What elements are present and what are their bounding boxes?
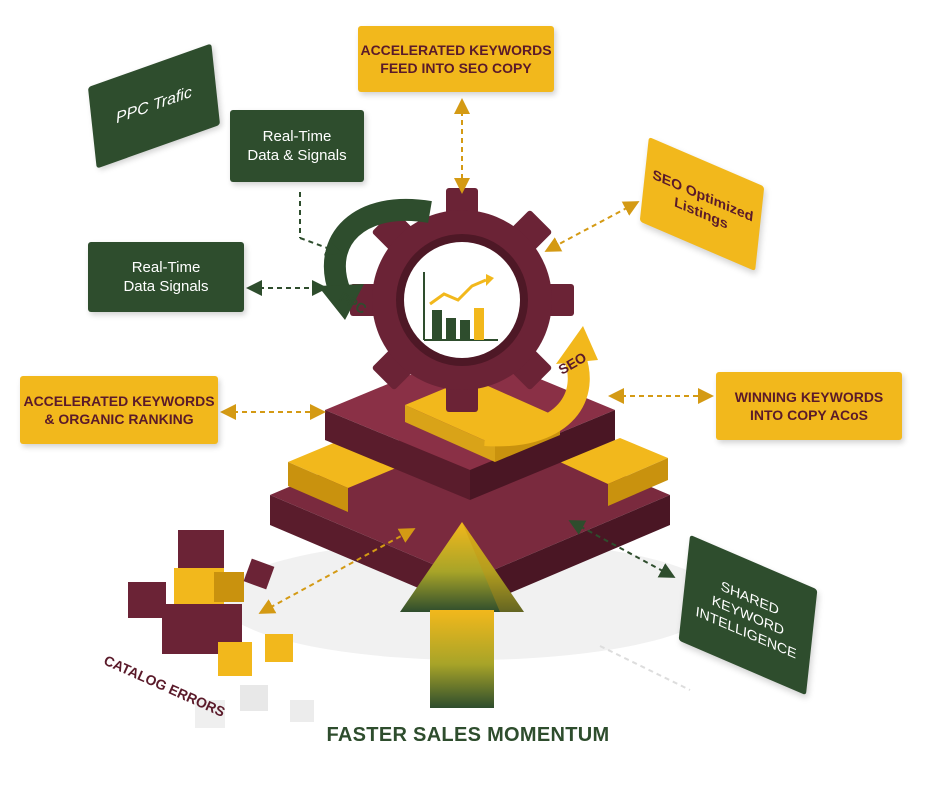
gold-step-right-top (560, 438, 668, 484)
connector-catalog (258, 528, 416, 614)
tier3-side-left (405, 405, 495, 462)
winning-keywords-box: WINNING KEYWORDS INTO COPY ACoS (716, 372, 902, 440)
realtime-data-signals-top-box: Real-Time Data & Signals (230, 110, 364, 182)
gold-step-left-side (288, 462, 348, 512)
up-arrow-icon (400, 522, 524, 708)
connectors (220, 98, 714, 691)
accelerated-feed-box: ACCELERATED KEYWORDS FEED INTO SEO COPY (358, 26, 554, 92)
connector-faint (599, 645, 691, 691)
tier2-left (325, 410, 470, 500)
diagram-caption: FASTER SALES MOMENTUM (326, 724, 610, 746)
gear-icon (350, 188, 574, 412)
realtime-data-signals-left-box: Real-Time Data Signals (88, 242, 244, 312)
connector-seo-optimized (544, 201, 640, 252)
accelerated-organic-box: ACCELERATED KEYWORDS & ORGANIC RANKING (20, 376, 218, 444)
tier2-right (470, 410, 615, 500)
connector-realtime-top-h (299, 237, 342, 256)
gold-step-right-side (608, 458, 668, 506)
connector-shared (568, 520, 676, 578)
bar-chart-icon (423, 272, 498, 341)
